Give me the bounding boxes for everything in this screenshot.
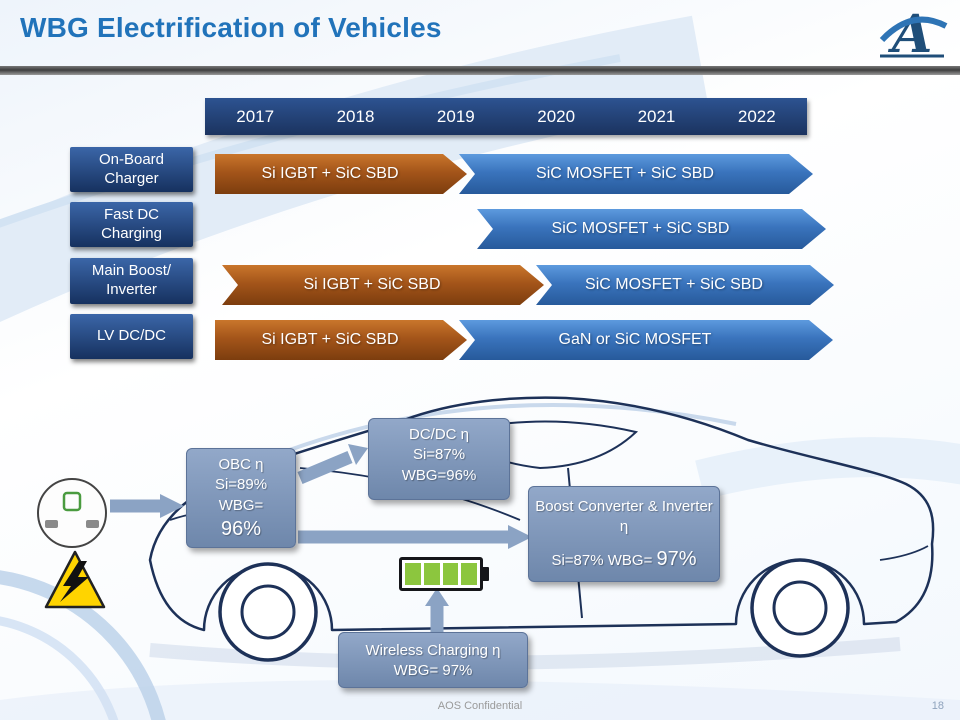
- front-wheel-hub: [240, 584, 296, 640]
- header-divider: [0, 66, 960, 75]
- year-label: 2019: [436, 106, 475, 126]
- arrow-obc-si-igbt: Si IGBT + SiC SBD: [215, 154, 467, 194]
- callout-si-value: Si=87%: [412, 446, 466, 464]
- battery-cell: [423, 563, 440, 585]
- year-label: 2018: [336, 106, 375, 126]
- arrow-lvdcdc-gan-sic: GaN or SiC MOSFET: [459, 320, 833, 360]
- arrow-plug-to-obc-head: [160, 494, 184, 518]
- battery-cell: [461, 563, 477, 585]
- callout-wbg-value: 96%: [220, 517, 262, 540]
- timeline-year-header: 2017 2018 2019 2020 2021 2022: [205, 98, 807, 135]
- battery-icon: [399, 557, 489, 591]
- svg-text:A: A: [887, 4, 932, 62]
- year-label: 2017: [236, 106, 275, 126]
- arrow-boost-sic-mosfet: SiC MOSFET + SiC SBD: [536, 265, 834, 305]
- aos-logo-icon: A: [879, 4, 948, 62]
- callout-dcdc-efficiency: DC/DC η Si=87% WBG=96%: [368, 418, 510, 500]
- arrow-obc-sic-mosfet: SiC MOSFET + SiC SBD: [459, 154, 813, 194]
- page-title: WBG Electrification of Vehicles: [20, 12, 442, 43]
- page-number: 18: [931, 700, 944, 712]
- arrow-obc-to-dcdc-head: [348, 444, 368, 465]
- callout-values: Si=87% WBG= 97%: [533, 546, 715, 573]
- arrow-boost-si-igbt: Si IGBT + SiC SBD: [222, 265, 544, 305]
- year-label: 2020: [537, 106, 576, 126]
- callout-title: Boost Converter & Inverter η: [535, 498, 713, 536]
- battery-cell: [442, 563, 459, 585]
- row-label-fast-dc-charging: Fast DC Charging: [70, 202, 193, 247]
- arrow-obc-to-boost-head: [508, 525, 532, 549]
- callout-wbg-label: WBG=: [218, 496, 264, 514]
- year-label: 2021: [637, 106, 676, 126]
- warning-icon: [44, 550, 106, 609]
- bolt-icon: [60, 561, 89, 602]
- callout-wbg-value: 97%: [656, 547, 697, 570]
- callout-wbg-value: WBG= 97%: [393, 662, 473, 680]
- connector-arrows: [110, 444, 532, 632]
- callout-title: DC/DC η: [408, 426, 469, 443]
- callout-title: OBC η: [218, 456, 264, 473]
- arrow-wireless-to-battery-head: [425, 588, 449, 606]
- callout-si-wbg-label: Si=87% WBG=: [551, 551, 657, 569]
- footer-confidential: AOS Confidential: [437, 700, 523, 712]
- arrow-lvdcdc-si-igbt: Si IGBT + SiC SBD: [215, 320, 467, 360]
- callout-obc-efficiency: OBC η Si=89% WBG= 96%: [186, 448, 296, 548]
- row-label-lv-dcdc: LV DC/DC: [70, 314, 193, 359]
- callout-title: Wireless Charging η: [365, 642, 501, 659]
- year-label: 2022: [737, 106, 776, 126]
- row-label-main-boost-inverter: Main Boost/ Inverter: [70, 258, 193, 304]
- arrow-fastdc-sic-mosfet: SiC MOSFET + SiC SBD: [477, 209, 826, 249]
- rear-wheel-icon: [750, 558, 850, 658]
- callout-si-value: Si=89%: [214, 476, 268, 494]
- battery-cell: [405, 563, 421, 585]
- callout-boost-inverter-efficiency: Boost Converter & Inverter η Si=87% WBG=…: [528, 486, 720, 582]
- callout-wbg-value: WBG=96%: [401, 466, 477, 484]
- arrow-obc-to-dcdc: [297, 451, 353, 484]
- rear-wheel-hub: [772, 580, 828, 636]
- callout-wireless-charging-efficiency: Wireless Charging η WBG= 97%: [338, 632, 528, 688]
- row-label-on-board-charger: On-Board Charger: [70, 147, 193, 192]
- plug-icon: [37, 478, 107, 548]
- car-tail-line: [879, 545, 929, 561]
- front-wheel-icon: [218, 562, 318, 662]
